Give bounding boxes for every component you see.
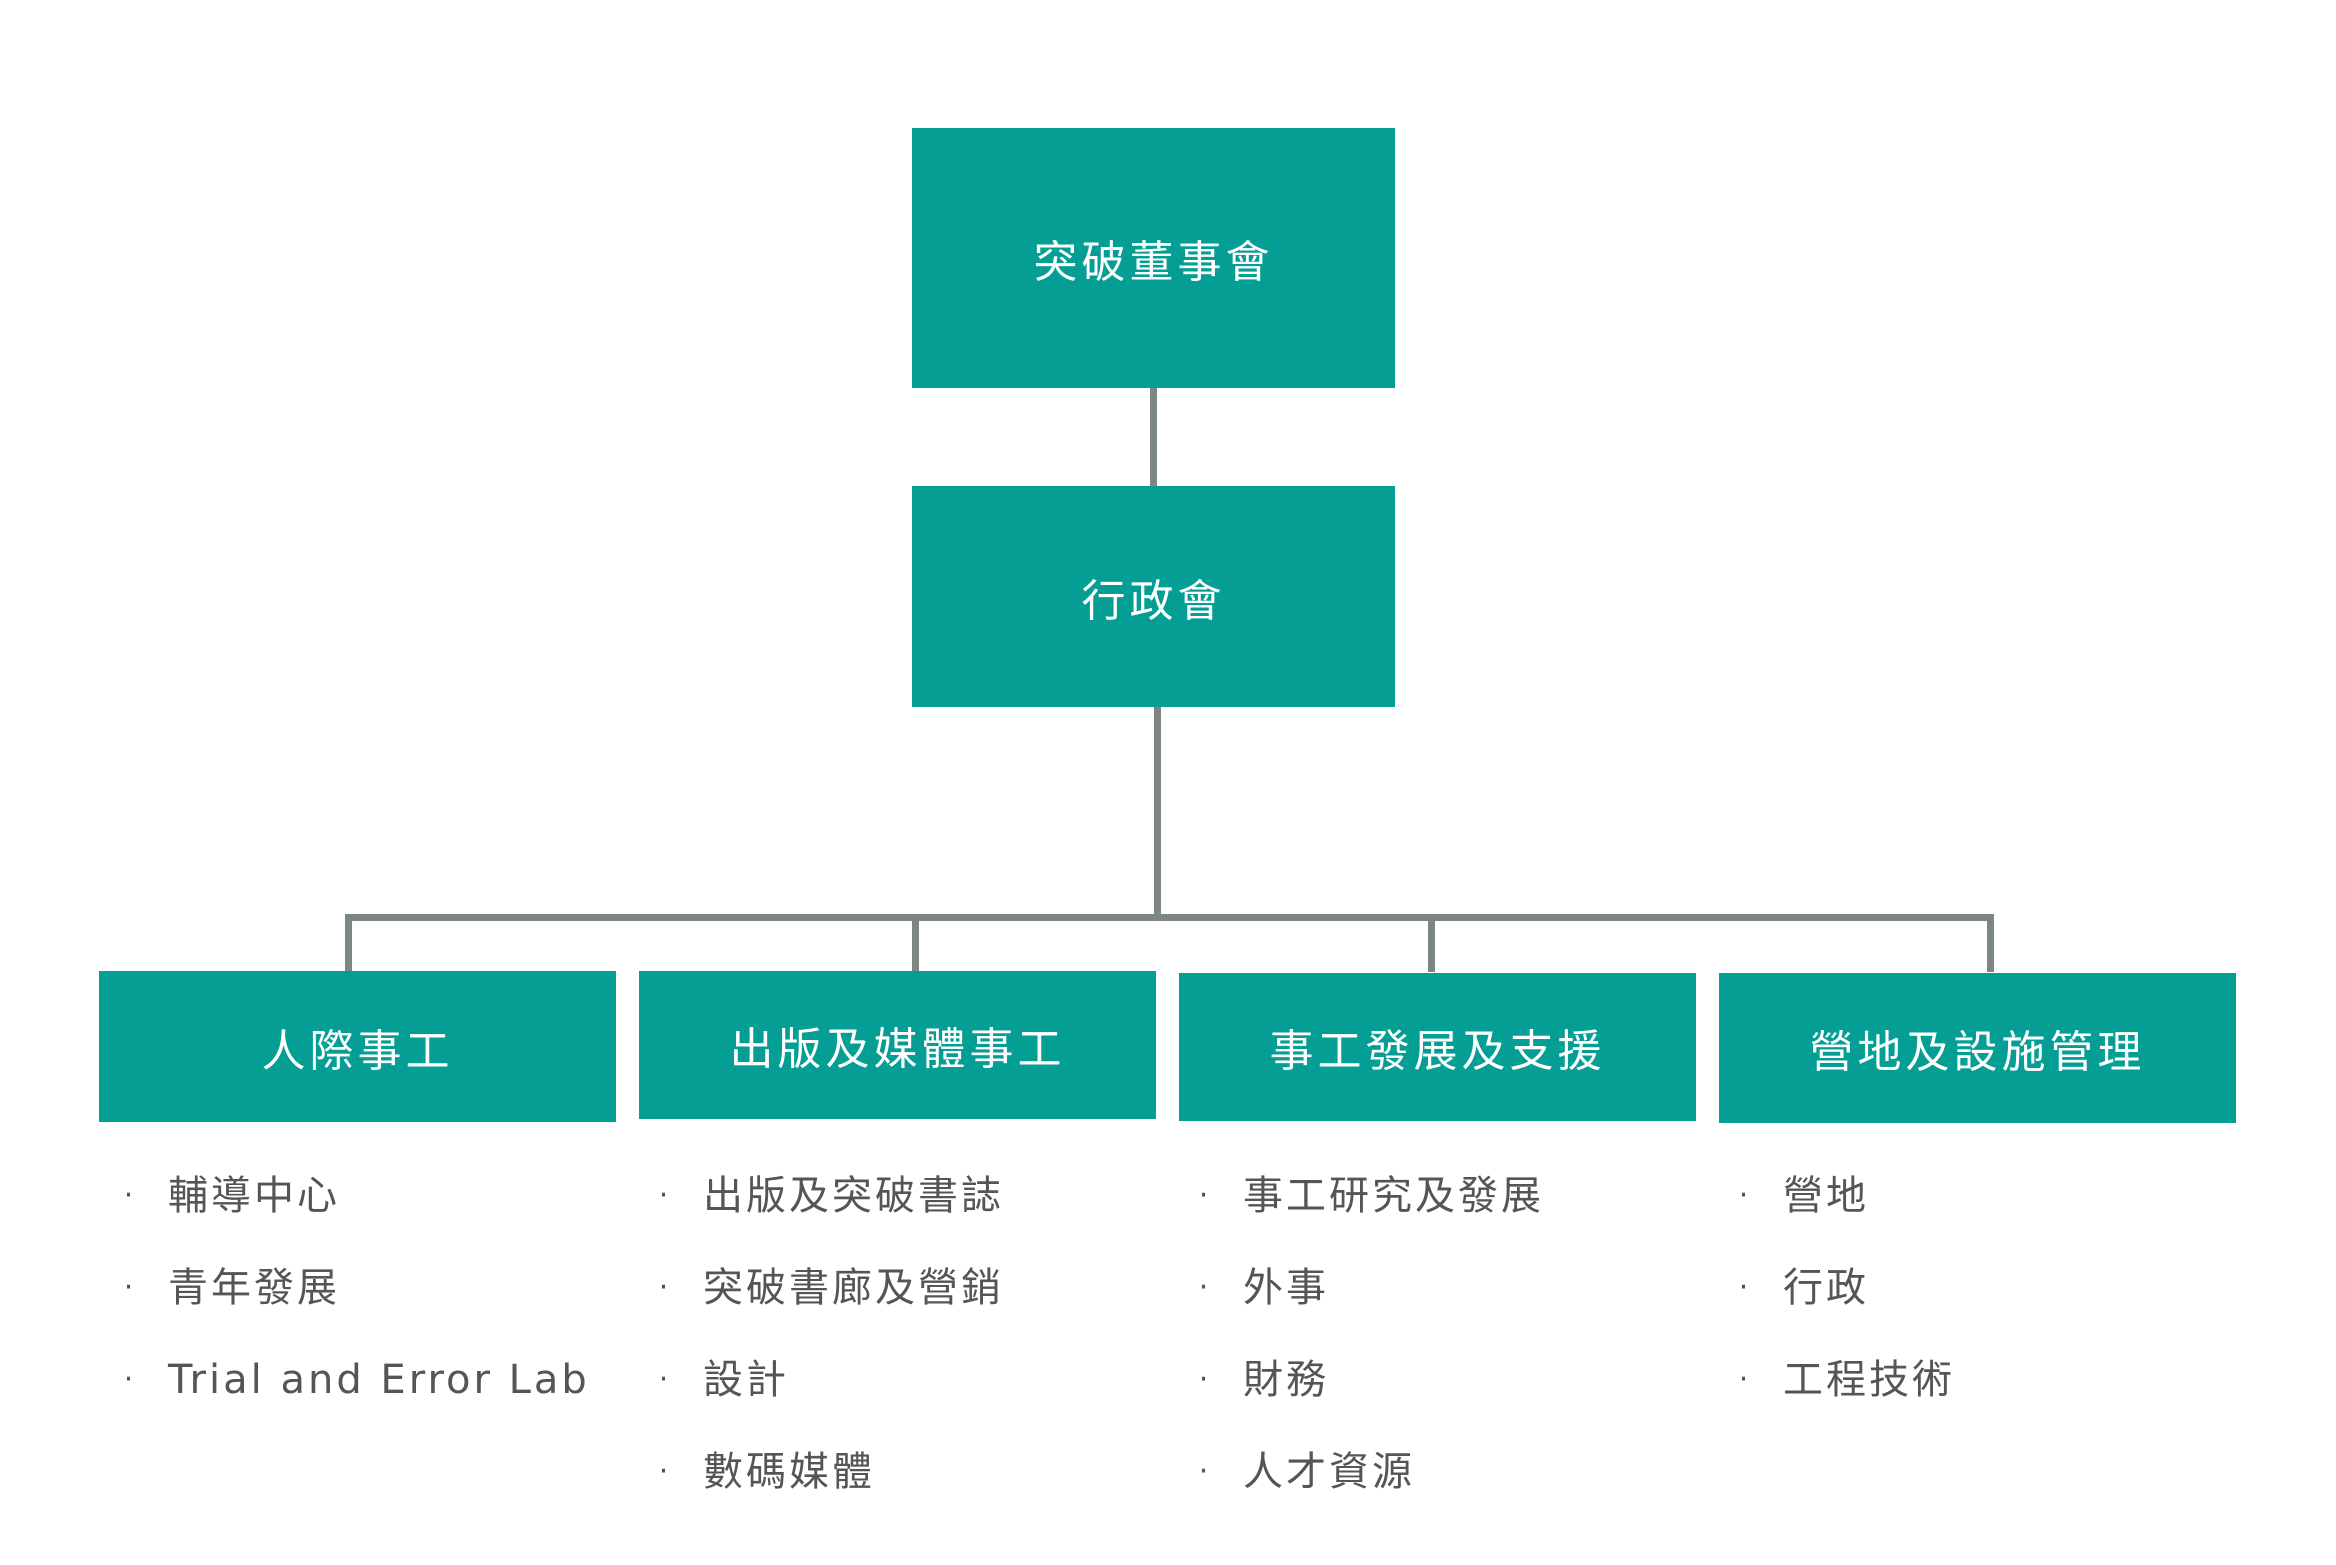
list-item-label: 事工研究及發展 <box>1243 1173 1544 1219</box>
bullet-icon: · <box>658 1454 672 1489</box>
executive-box: 行政會 <box>912 486 1395 707</box>
list-item-label: Trial and Error Lab <box>168 1357 590 1403</box>
list-item-label: 工程技術 <box>1783 1357 1955 1403</box>
department-title: 營地及設施管理 <box>1809 1027 2146 1078</box>
list-item: · 財務 <box>1195 1334 1544 1426</box>
list-item: · 輔導中心 <box>120 1150 590 1242</box>
list-item-label: 突破書廊及營銷 <box>703 1265 1004 1311</box>
list-item-label: 出版及突破書誌 <box>703 1173 1004 1219</box>
board-box: 突破董事會 <box>912 128 1395 388</box>
list-item-label: 人才資源 <box>1243 1449 1415 1495</box>
bullet-icon: · <box>1198 1178 1212 1213</box>
list-item: · 設計 <box>655 1334 1004 1426</box>
bullet-icon: · <box>658 1270 672 1305</box>
bullet-icon: · <box>123 1270 137 1305</box>
bullet-icon: · <box>1738 1178 1752 1213</box>
bullet-icon: · <box>123 1362 137 1397</box>
list-item: · 人才資源 <box>1195 1426 1544 1518</box>
bullet-icon: · <box>1198 1454 1212 1489</box>
department-title: 事工發展及支援 <box>1269 1026 1606 1077</box>
list-item-label: 青年發展 <box>168 1265 340 1311</box>
department-items-list: · 出版及突破書誌 · 突破書廊及營銷 · 設計 · 數碼媒體 <box>655 1150 1004 1518</box>
list-item-label: 外事 <box>1243 1265 1329 1311</box>
list-item: · 出版及突破書誌 <box>655 1150 1004 1242</box>
list-item: · 突破書廊及營銷 <box>655 1242 1004 1334</box>
department-items-list: · 輔導中心 · 青年發展 · Trial and Error Lab <box>120 1150 590 1426</box>
department-box: 人際事工 <box>99 971 616 1122</box>
list-item: · 青年發展 <box>120 1242 590 1334</box>
list-item-label: 財務 <box>1243 1357 1329 1403</box>
department-items-list: · 營地 · 行政 · 工程技術 <box>1735 1150 1955 1426</box>
list-item-label: 行政 <box>1783 1265 1869 1311</box>
list-item: · 事工研究及發展 <box>1195 1150 1544 1242</box>
list-item-label: 營地 <box>1783 1173 1869 1219</box>
list-item: · 數碼媒體 <box>655 1426 1004 1518</box>
horizontal-bus-connector <box>345 914 1994 921</box>
list-item: · Trial and Error Lab <box>120 1334 590 1426</box>
executive-label: 行政會 <box>1081 575 1226 627</box>
bullet-icon: · <box>1738 1270 1752 1305</box>
department-4-connector <box>1987 914 1994 972</box>
bullet-icon: · <box>1198 1362 1212 1397</box>
department-box: 出版及媒體事工 <box>639 971 1156 1119</box>
bullet-icon: · <box>1738 1362 1752 1397</box>
department-title: 出版及媒體事工 <box>729 1024 1066 1075</box>
bullet-icon: · <box>658 1362 672 1397</box>
list-item-label: 設計 <box>703 1357 789 1403</box>
department-items-list: · 事工研究及發展 · 外事 · 財務 · 人才資源 <box>1195 1150 1544 1518</box>
list-item: · 工程技術 <box>1735 1334 1955 1426</box>
bullet-icon: · <box>123 1178 137 1213</box>
department-title: 人際事工 <box>261 1025 454 1077</box>
bullet-icon: · <box>1198 1270 1212 1305</box>
executive-to-bus-connector <box>1154 707 1161 921</box>
department-3-connector <box>1428 914 1435 972</box>
department-1-connector <box>345 914 352 972</box>
department-box: 營地及設施管理 <box>1719 973 2236 1123</box>
department-2-connector <box>912 914 919 972</box>
bullet-icon: · <box>658 1178 672 1213</box>
list-item-label: 數碼媒體 <box>703 1449 875 1495</box>
department-box: 事工發展及支援 <box>1179 973 1696 1121</box>
board-label: 突破董事會 <box>1033 237 1274 288</box>
board-to-executive-connector <box>1150 388 1157 486</box>
list-item: · 外事 <box>1195 1242 1544 1334</box>
list-item: · 營地 <box>1735 1150 1955 1242</box>
list-item-label: 輔導中心 <box>168 1173 340 1219</box>
list-item: · 行政 <box>1735 1242 1955 1334</box>
